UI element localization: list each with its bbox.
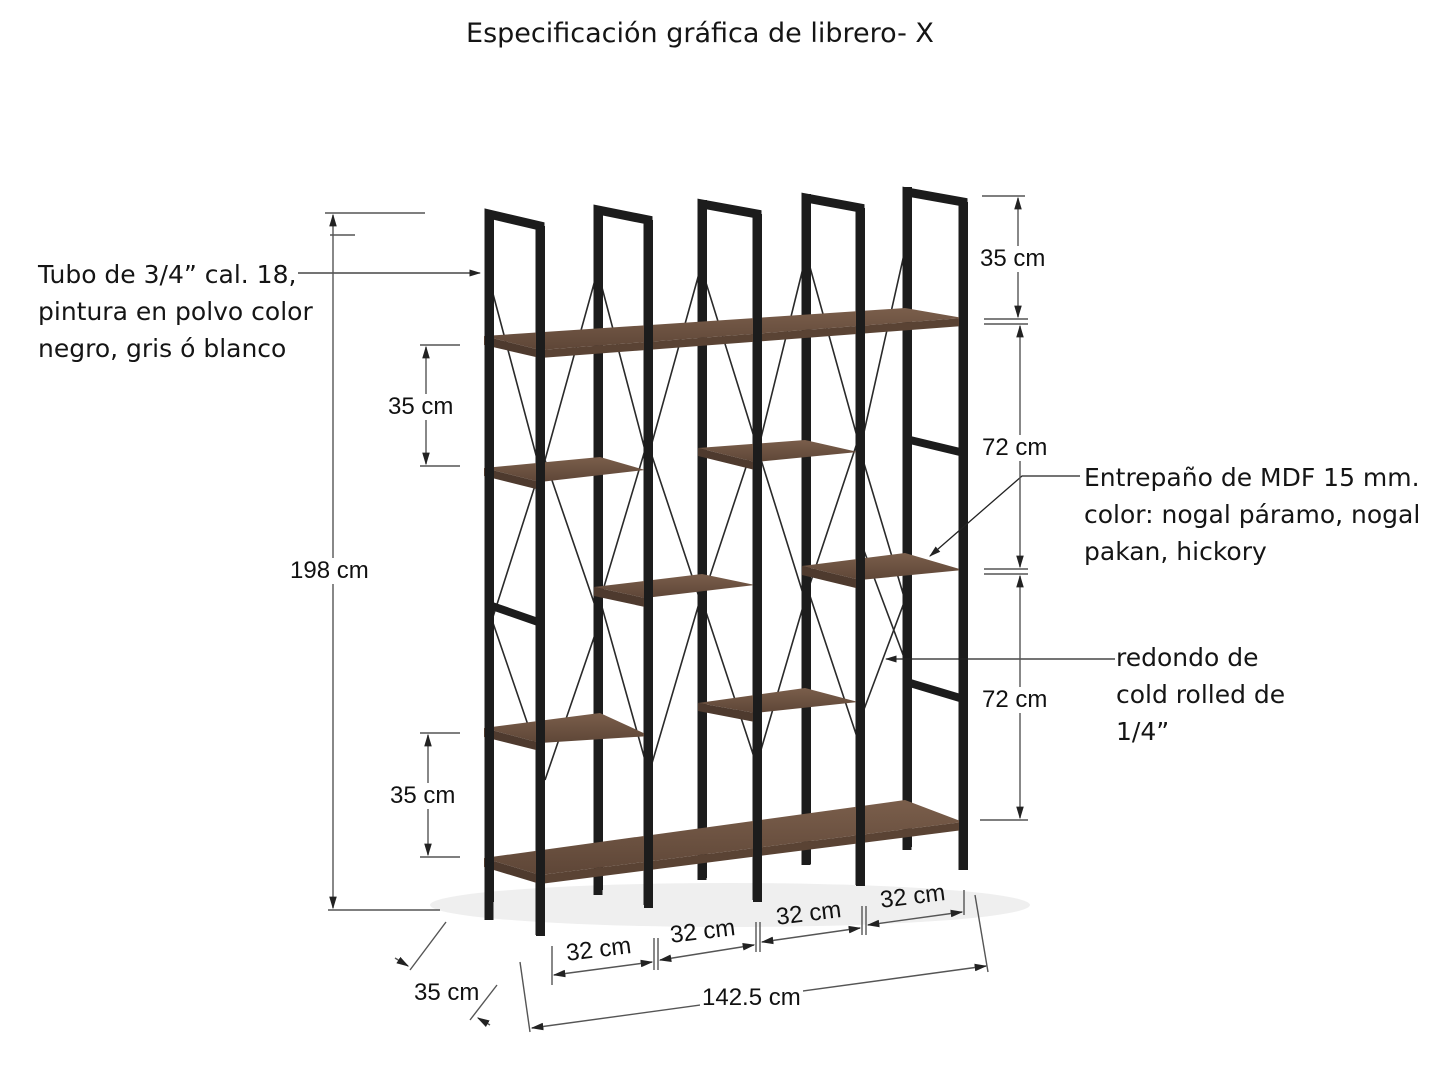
rod-callout-line: redondo de bbox=[1116, 643, 1259, 672]
shelf-callout-line: Entrepaño de MDF 15 mm. bbox=[1084, 463, 1420, 492]
left-bottom-gap-label: 35 cm bbox=[388, 782, 458, 809]
tube-callout-line: Tubo de 3/4” cal. 18, bbox=[38, 260, 297, 289]
tube-spec-callout: Tubo de 3/4” cal. 18, pintura en polvo c… bbox=[38, 256, 313, 367]
rod-callout-line: 1/4” bbox=[1116, 717, 1170, 746]
tube-callout-line: pintura en polvo color bbox=[38, 297, 313, 326]
rod-spec-callout: redondo de cold rolled de 1/4” bbox=[1116, 639, 1285, 750]
diagram-title: Especificación gráfica de librero- X bbox=[466, 18, 934, 49]
tube-callout-line: negro, gris ó blanco bbox=[38, 334, 287, 363]
cross-brace-rods bbox=[491, 249, 906, 781]
total-height-label: 198 cm bbox=[288, 557, 371, 584]
side-crossbars bbox=[490, 436, 962, 702]
left-top-gap-label: 35 cm bbox=[386, 393, 456, 420]
shelf-callout-line: color: nogal páramo, nogal bbox=[1084, 500, 1421, 529]
shelf-spec-callout: Entrepaño de MDF 15 mm. color: nogal pár… bbox=[1084, 459, 1420, 570]
front-posts bbox=[485, 202, 968, 936]
right-lower-label: 72 cm bbox=[980, 686, 1050, 713]
shelves bbox=[484, 308, 963, 884]
right-middle-label: 72 cm bbox=[980, 434, 1050, 461]
rod-callout-line: cold rolled de bbox=[1116, 680, 1286, 709]
shelf-callout-line: pakan, hickory bbox=[1084, 537, 1267, 566]
total-width-label: 142.5 cm bbox=[700, 984, 803, 1011]
right-top-label: 35 cm bbox=[978, 245, 1048, 272]
depth-label: 35 cm bbox=[414, 979, 480, 1006]
